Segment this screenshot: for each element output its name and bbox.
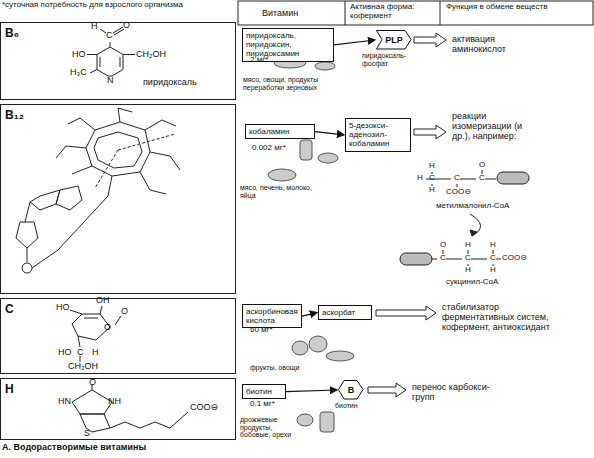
arrow-connector (286, 390, 337, 392)
text-label: OH (96, 296, 110, 306)
vitamin-letter: H (5, 382, 14, 396)
text-label: дрожжевые продукты, бобовые, орехи (240, 416, 302, 439)
vitamin-box: 5-дезокси-аденозил-кобаламин (345, 118, 411, 152)
text-label: H₃C (70, 68, 87, 78)
text-label: стабилизатор ферментативных систем, кофе… (442, 303, 552, 333)
vitamin-panel: C (0, 298, 236, 374)
text-label: CH₂OH (68, 362, 98, 372)
text-label: 60 мг* (250, 326, 273, 335)
node-text: аскорбат (322, 308, 368, 317)
text-label: реакции изомеризации (и др.), например: (452, 112, 542, 142)
text-label: H (92, 348, 99, 358)
text-label: COO⊖ (190, 403, 218, 413)
vitamin-panel: B₆ пиридоксаль (0, 22, 236, 100)
text-label: 0.002 мг* (252, 144, 286, 153)
text-label: H (490, 266, 496, 275)
text-label: H (91, 22, 98, 32)
text-label: NH (108, 397, 121, 407)
header-frame (238, 1, 593, 25)
text-label: O (479, 161, 485, 170)
vitamin-letter: B₆ (5, 26, 19, 40)
text-label: пиридоксаль-фосфат (362, 52, 420, 67)
text-label: Витамин (262, 9, 298, 19)
vitamin-panel: B₁₂ (0, 104, 236, 294)
vitamin-letter: C (5, 302, 14, 316)
caption: А. Водорастворимые витамины (2, 443, 146, 453)
node-text: аскорбиновая кислота (246, 307, 298, 325)
text-label: HO (72, 50, 86, 60)
food-icons (268, 58, 354, 432)
vitamin-box: аскорбат (318, 305, 372, 320)
text-label: S (84, 429, 90, 439)
text-label: O (440, 241, 446, 250)
text-label: C (479, 174, 485, 183)
text-label: H (465, 266, 471, 275)
text-label: COO⊖ (446, 188, 471, 197)
text-label: H (417, 174, 423, 183)
text-label: C (77, 348, 84, 358)
compound-name: пиридоксаль (143, 77, 197, 87)
node-text: B (348, 385, 355, 395)
text-label: метилмалонил-CoA (436, 202, 516, 211)
node-text: кобаламин (249, 127, 311, 136)
text-label: Активная форма: кофермент (350, 3, 435, 21)
node-text: 5-дезокси-аденозил-кобаламин (349, 121, 407, 149)
text-label: H (465, 241, 471, 250)
text-label: фрукты, овощи (250, 364, 310, 372)
text-label: HN (58, 397, 71, 407)
text-label: C (106, 31, 113, 41)
text-label: H (490, 241, 496, 250)
text-label: сукцинил-CoA (446, 278, 526, 287)
text-label: 2 мг* (250, 56, 268, 65)
arrow-connector (334, 40, 375, 45)
coenzyme-shape: B (338, 380, 364, 400)
text-label: *суточная потребность для взрослого орга… (2, 1, 217, 10)
text-label: активация аминокислот (452, 35, 532, 55)
text-label: CH₂OH (136, 50, 166, 60)
text-label: C (454, 174, 460, 183)
text-label: перенос карбокси-групп (412, 383, 492, 403)
text-label: биотин (335, 402, 358, 410)
text-label: O (104, 323, 111, 333)
vitamin-box: аскорбиновая кислота (242, 304, 302, 328)
vitamin-letter: B₁₂ (5, 108, 24, 122)
node-text: пиридоксаль, пиридоксин, пиридоксамин (246, 31, 330, 59)
node-text: биотин (246, 387, 282, 396)
text-label: O (121, 307, 128, 317)
text-label: C (429, 174, 435, 183)
text-label: C (465, 254, 471, 263)
text-label: O (89, 378, 96, 388)
text-label: HO (58, 348, 72, 358)
text-label: N (107, 76, 114, 86)
coenzyme-shape: PLP (376, 30, 412, 50)
text-label: H (429, 162, 435, 171)
text-label: мясо, овощи, продукты переработки зернов… (243, 76, 333, 91)
arrow-connector (302, 313, 317, 317)
text-label: O (123, 21, 130, 31)
text-label: C (440, 254, 446, 263)
text-label: Функция в обмене веществ (446, 3, 556, 12)
vitamin-box: кобаламин (245, 124, 315, 139)
text-label: C (490, 254, 496, 263)
cobalamin-structure (16, 108, 180, 273)
text-label: H (429, 186, 435, 195)
text-label: мясо, печень, молоко, яйца (240, 184, 320, 199)
node-text: PLP (385, 35, 403, 45)
pyridine-ring (97, 47, 123, 76)
biotin-ring (72, 390, 112, 414)
text-label: 0.1 мг* (250, 400, 275, 409)
text-label: HO (56, 303, 70, 313)
vitamin-box: биотин (242, 384, 286, 399)
arrow-connector (315, 132, 344, 135)
text-label: COO⊖ (502, 254, 527, 263)
